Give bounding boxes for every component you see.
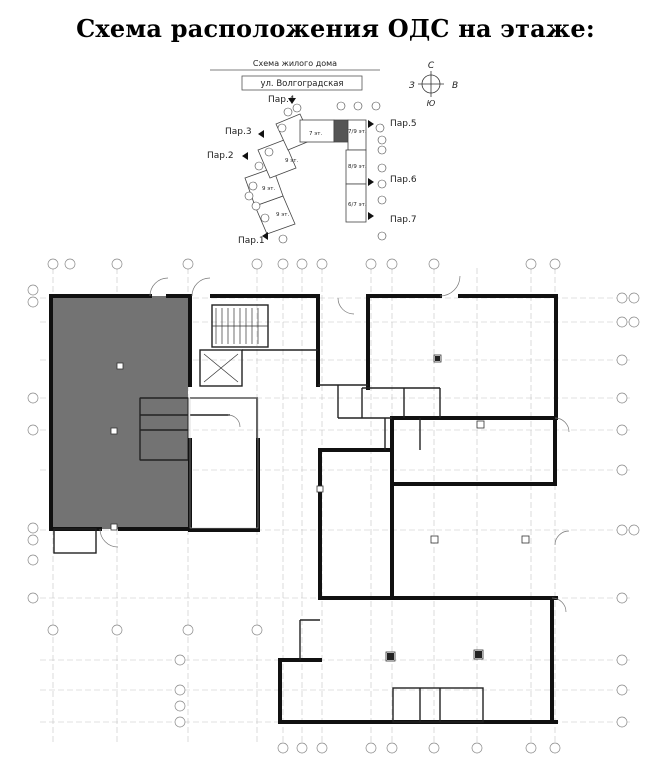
key-plan: Схема жилого дома ул. Волгоградская С Ю … [207, 59, 458, 246]
compass-east: В [452, 81, 458, 91]
floor-label: 6/7 эт. [348, 202, 367, 208]
floor-label: 8/9 эт. [348, 164, 367, 170]
entrance-label-4: Пар.4 [268, 95, 295, 105]
entrance-label-5: Пар.5 [390, 119, 417, 129]
floor-label: 9 эт. [262, 186, 275, 192]
floor-label: 9 эт. [285, 158, 298, 164]
floor-label: 9 эт. [276, 212, 289, 218]
compass: С Ю В З [409, 61, 458, 108]
compass-south: Ю [427, 99, 436, 108]
compass-west: З [409, 81, 415, 91]
entrance-label-2: Пар.2 [207, 151, 234, 161]
entrance-label-7: Пар.7 [390, 215, 417, 225]
street-label: ул. Волгоградская [260, 79, 343, 89]
entrance-label-6: Пар.6 [390, 175, 417, 185]
floor-label: 7 эт. [309, 131, 322, 137]
page-title: Схема расположения ОДС на этаже: [76, 14, 595, 43]
entrance-label-1: Пар.1 [238, 236, 265, 246]
floor-plan [27, 258, 640, 754]
floor-label: 7/9 эт. [348, 129, 367, 135]
entrance-label-3: Пар.3 [225, 127, 252, 137]
key-plan-header: Схема жилого дома [253, 59, 337, 68]
compass-north: С [428, 61, 435, 71]
